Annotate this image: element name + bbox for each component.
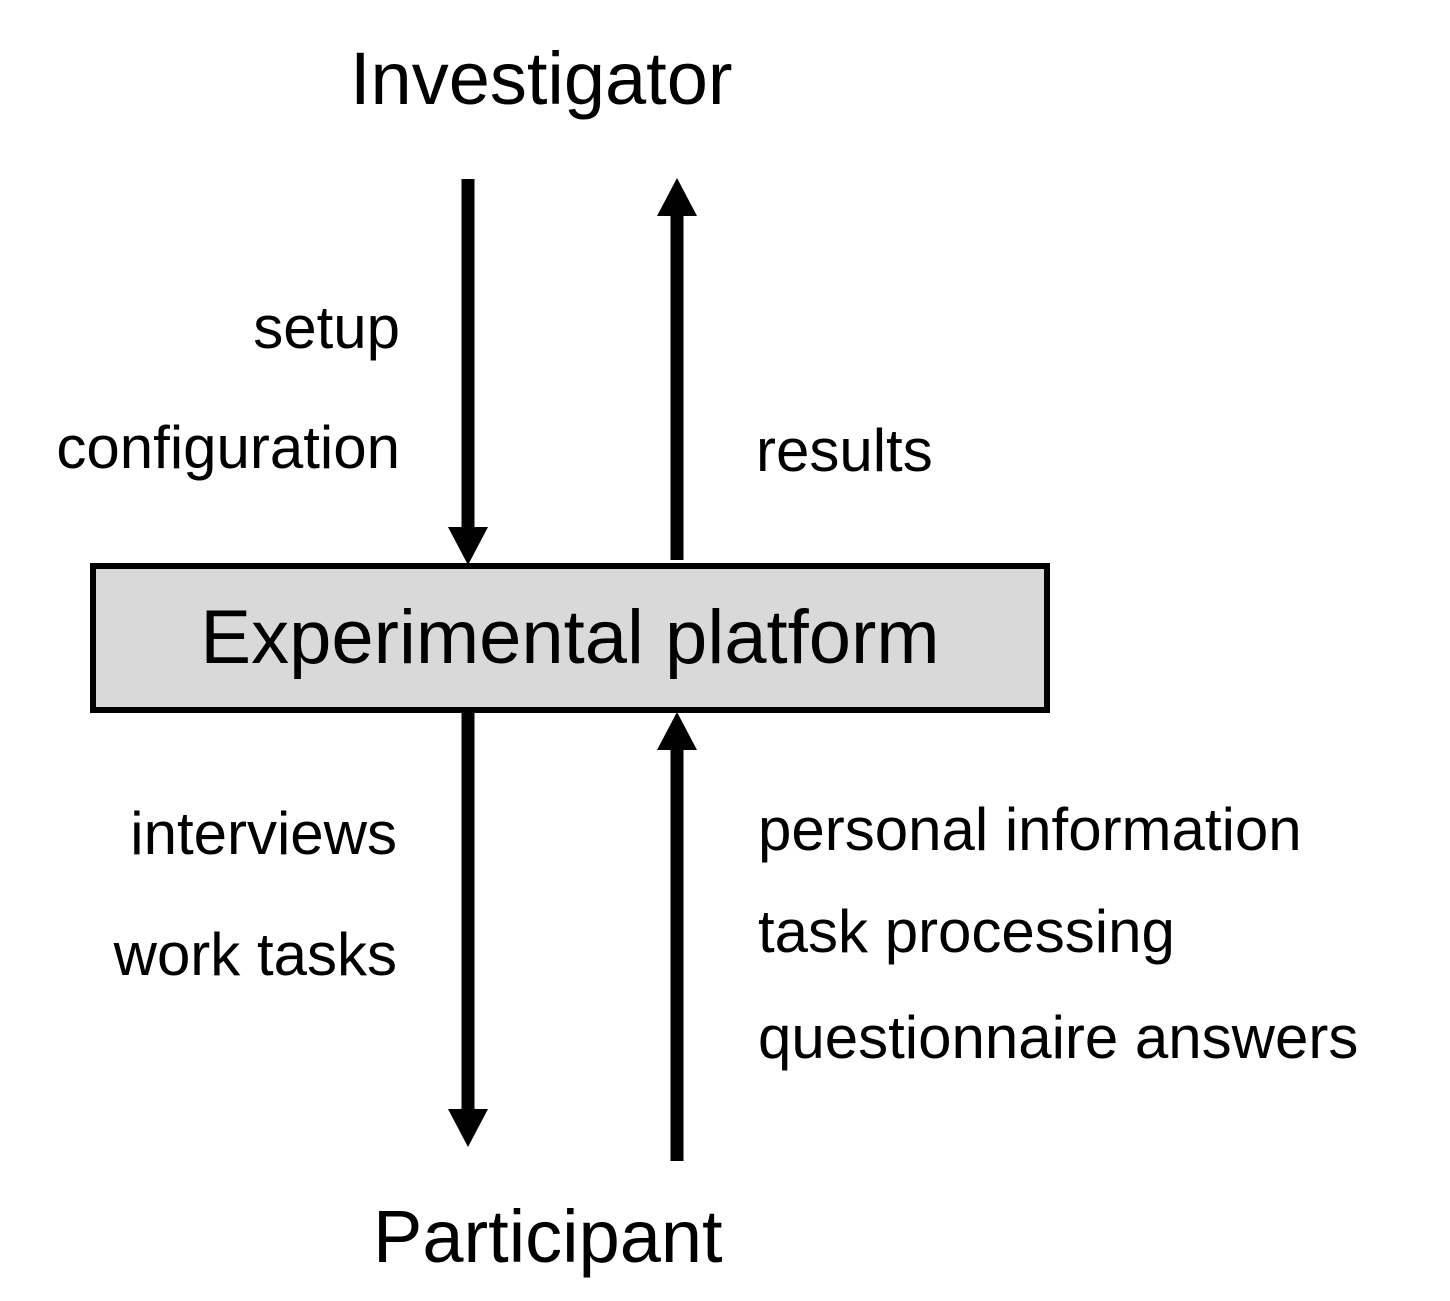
flow-label-personal-information: personal information	[758, 796, 1302, 863]
flow-label-results: results	[756, 417, 933, 484]
arrow-investigator-to-platform	[448, 179, 488, 565]
flow-label-setup: setup	[253, 294, 400, 361]
arrow-participant-to-platform	[657, 712, 697, 1161]
flow-label-configuration: configuration	[56, 414, 400, 481]
experimental-platform-box: Experimental platform	[90, 563, 1050, 713]
investigator-label: Investigator	[350, 37, 733, 120]
arrow-platform-to-participant	[448, 713, 488, 1147]
experimental-platform-label: Experimental platform	[200, 595, 940, 680]
participant-label: Participant	[373, 1195, 723, 1278]
arrow-platform-to-investigator	[657, 178, 697, 560]
flow-label-work-tasks: work tasks	[113, 921, 397, 988]
flow-label-questionnaire-answers: questionnaire answers	[758, 1004, 1359, 1071]
flow-label-interviews: interviews	[130, 800, 397, 867]
flow-label-task-processing: task processing	[758, 898, 1175, 965]
